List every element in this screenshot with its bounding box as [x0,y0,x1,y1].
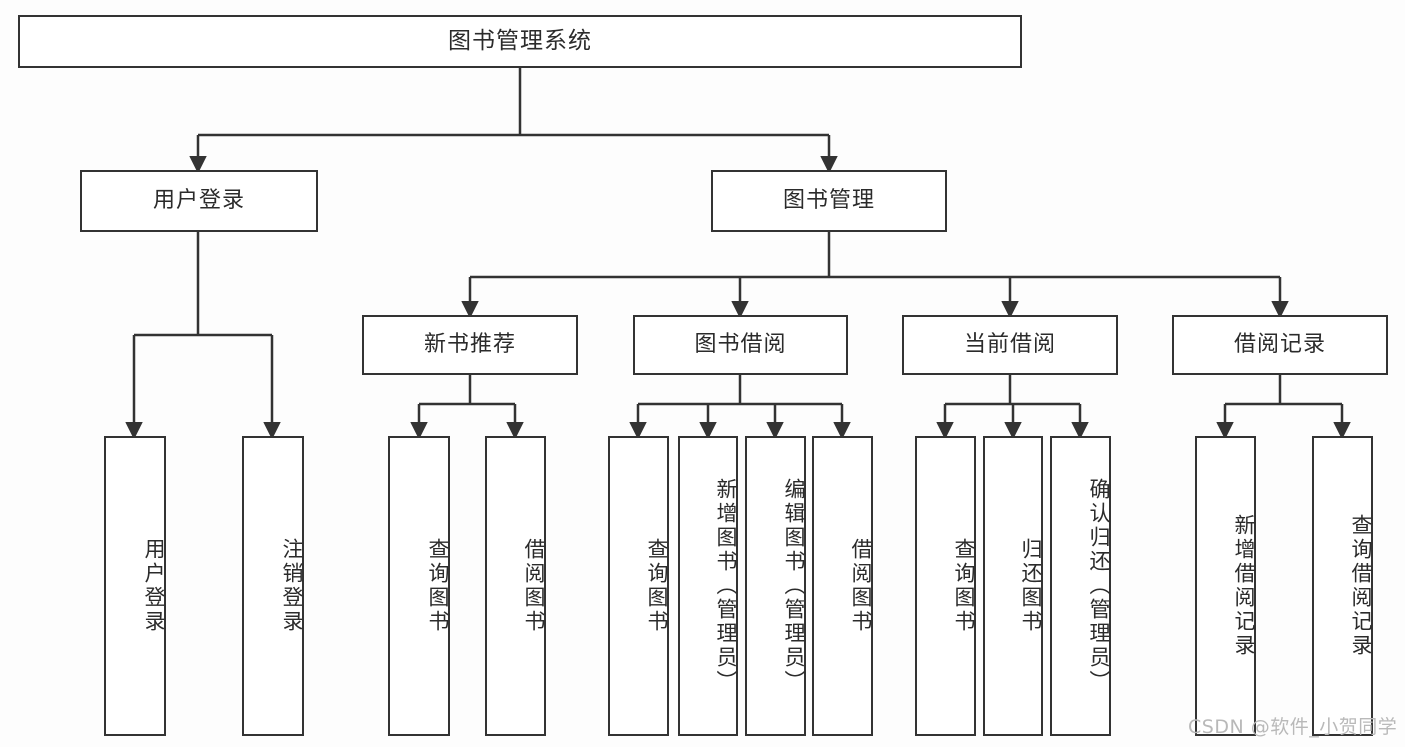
node-leaf-2[interactable]: 查询图书 [388,436,450,736]
node-label: 当前借阅 [963,331,1056,357]
node-label: 查询图书 [426,538,450,634]
node-leaf-3[interactable]: 借阅图书 [485,436,546,736]
node-l2-1[interactable]: 图书借阅 [633,315,848,375]
node-leaf-8[interactable]: 查询图书 [915,436,976,736]
node-label: 查询图书 [952,538,976,634]
node-root-library-system[interactable]: 图书管理系统 [18,15,1022,68]
node-label: 注销登录 [280,538,304,634]
node-label: 新书推荐 [423,331,516,357]
node-leaf-6[interactable]: 编辑图书（管理员） [745,436,806,736]
node-leaf-4[interactable]: 查询图书 [608,436,669,736]
node-label: 查询借阅记录 [1349,514,1373,658]
node-label: 图书借阅 [694,331,787,357]
node-leaf-10[interactable]: 确认归还（管理员） [1050,436,1111,736]
node-leaf-11[interactable]: 新增借阅记录 [1195,436,1256,736]
node-label: 查询图书 [645,538,669,634]
node-label: 新增图书（管理员） [714,478,738,694]
node-label: 借阅图书 [849,538,873,634]
node-label: 新增借阅记录 [1232,514,1256,658]
node-label: 编辑图书（管理员） [782,478,806,694]
node-leaf-1[interactable]: 注销登录 [242,436,304,736]
node-label: 用户登录 [152,187,245,213]
node-label: 图书管理 [782,187,875,213]
node-leaf-0[interactable]: 用户登录 [104,436,166,736]
node-l1-1[interactable]: 图书管理 [711,170,947,232]
node-leaf-7[interactable]: 借阅图书 [812,436,873,736]
node-leaf-9[interactable]: 归还图书 [983,436,1043,736]
node-leaf-5[interactable]: 新增图书（管理员） [678,436,738,736]
node-label: 用户登录 [142,538,166,634]
connector-lines [125,68,1351,440]
node-l1-0[interactable]: 用户登录 [80,170,318,232]
node-label: 借阅记录 [1233,331,1326,357]
node-label: 确认归还（管理员） [1087,478,1111,694]
node-leaf-12[interactable]: 查询借阅记录 [1312,436,1373,736]
node-label: 归还图书 [1019,538,1043,634]
node-l2-0[interactable]: 新书推荐 [362,315,578,375]
node-label: 借阅图书 [522,538,546,634]
node-label: 图书管理系统 [448,27,592,54]
node-l2-2[interactable]: 当前借阅 [902,315,1118,375]
node-l2-3[interactable]: 借阅记录 [1172,315,1388,375]
